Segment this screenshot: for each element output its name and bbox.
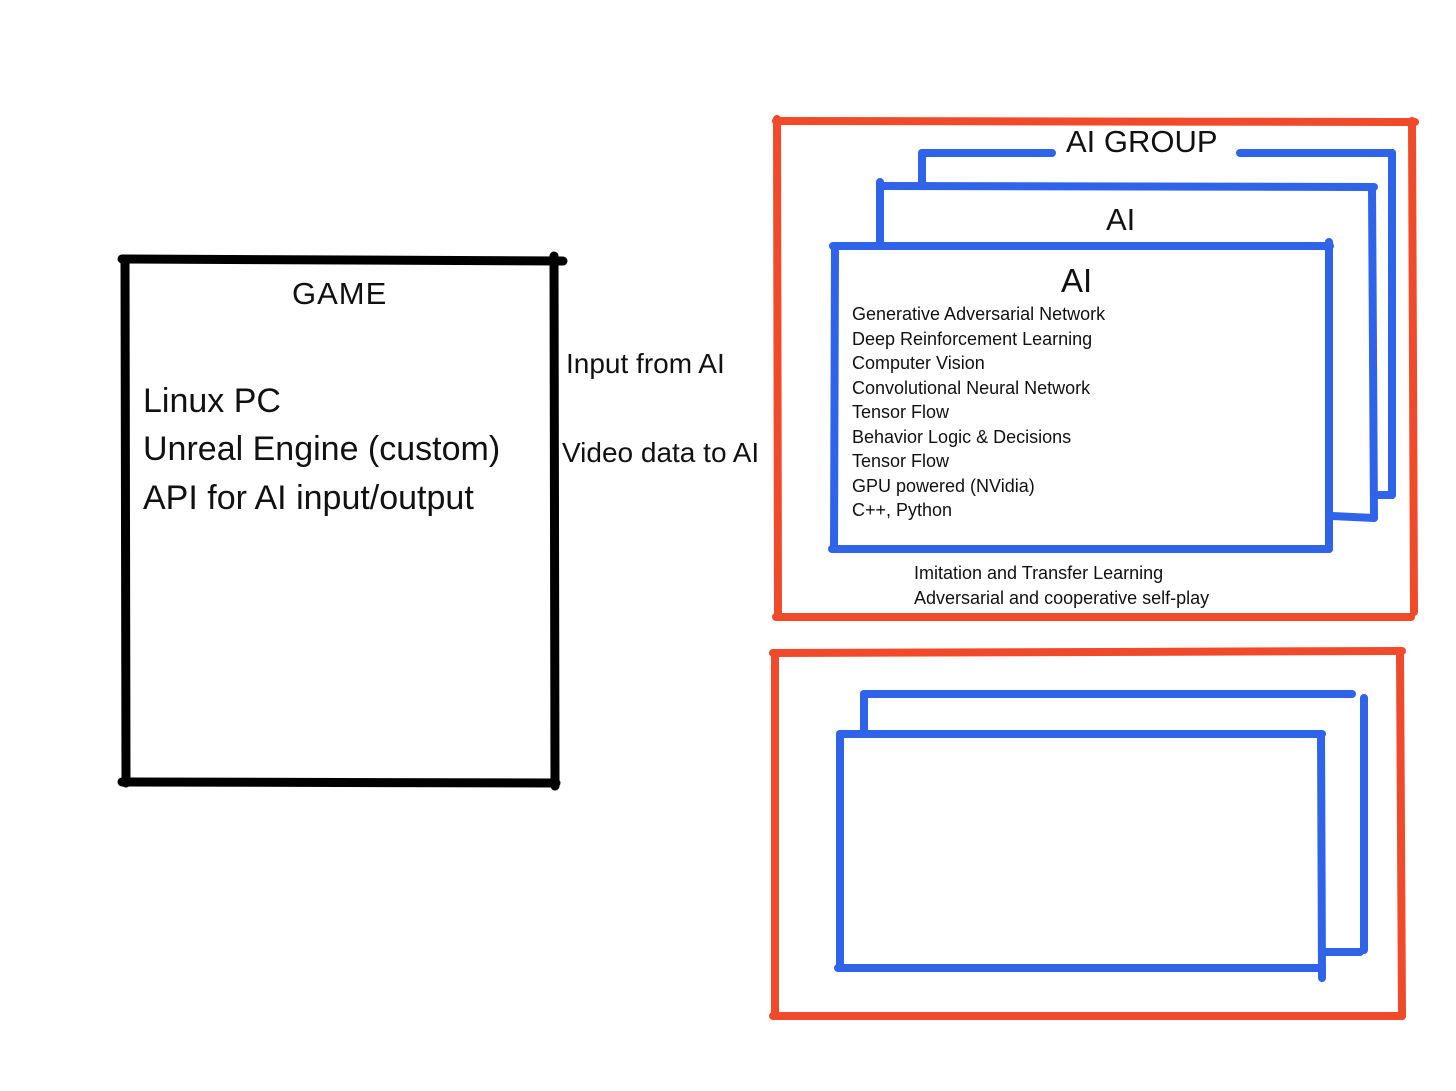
capability-item: Behavior Logic & Decisions [852, 426, 1072, 447]
training-item: Adversarial and cooperative self-play [914, 588, 1210, 608]
ai-capabilities-list: Generative Adversarial Network Deep Rein… [852, 304, 1105, 525]
video-data-label: Video data to AI [562, 437, 760, 468]
lower-card-front [834, 730, 1326, 982]
capability-item: Tensor Flow [852, 402, 950, 422]
ai-card-back-3 [918, 149, 1396, 499]
ai-card-back-2 [876, 178, 1378, 522]
capability-item: Generative Adversarial Network [852, 304, 1106, 324]
ai-group-title: AI GROUP [1062, 126, 1222, 157]
lower-card-back [860, 690, 1368, 956]
capability-item: C++, Python [852, 500, 953, 520]
game-title: GAME [292, 276, 388, 311]
capability-item: Convolutional Neural Network [852, 377, 1091, 398]
game-spec-platform: Linux PC [143, 382, 281, 420]
capability-item: Deep Reinforcement Learning [852, 328, 1093, 349]
game-box [117, 251, 568, 791]
ai-card-front [828, 238, 1334, 553]
ai-group-box [772, 115, 1419, 621]
input-from-ai-label: Input from AI [566, 348, 725, 379]
ai-card-front-title: AI [1061, 262, 1093, 299]
ai-training-list: Imitation and Transfer Learning Adversar… [914, 563, 1209, 613]
capability-item: GPU powered (NVidia) [852, 475, 1035, 496]
capability-item: Computer Vision [852, 353, 985, 373]
game-spec-api: API for AI input/output [143, 479, 474, 517]
game-spec-engine: Unreal Engine (custom) [143, 430, 501, 468]
capability-item: Tensor Flow [852, 451, 950, 471]
ai-card-back-title: AI [1106, 202, 1136, 237]
training-item: Imitation and Transfer Learning [914, 563, 1164, 583]
lower-group-box [769, 647, 1406, 1020]
